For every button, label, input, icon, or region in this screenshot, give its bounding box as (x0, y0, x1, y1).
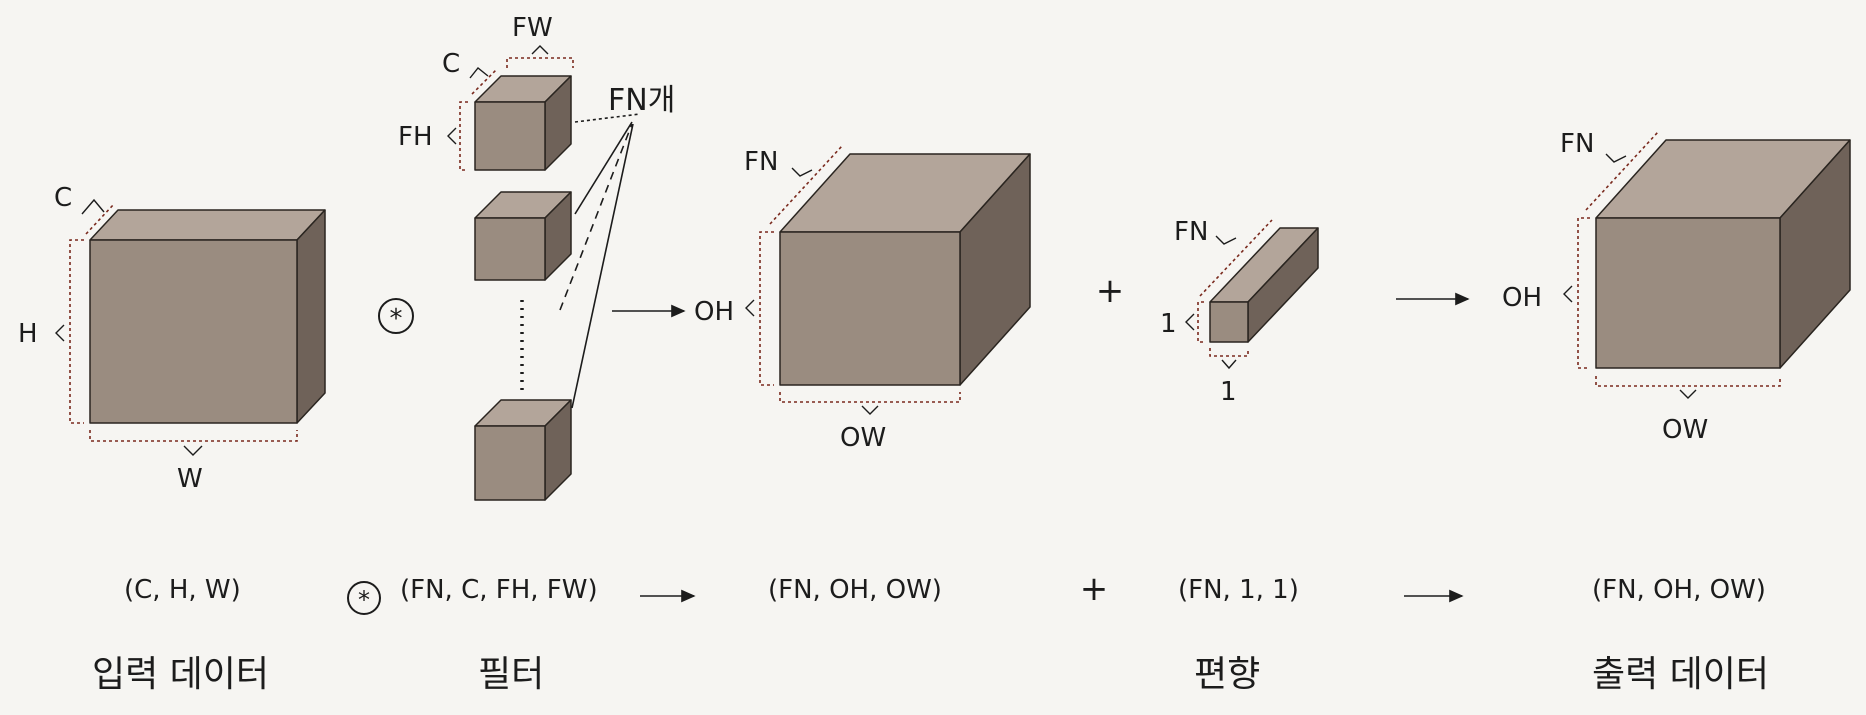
filter-count-leader-2 (574, 121, 633, 215)
filter-cube-3 (474, 399, 572, 501)
input-h-label: H (18, 319, 38, 349)
input-cube-top (89, 209, 326, 241)
filter-c-label: C (442, 49, 460, 79)
input-w-brace (183, 445, 203, 456)
output-fn-brace (1605, 153, 1627, 163)
bias-shape-text: (FN, 1, 1) (1178, 575, 1299, 605)
input-data-block: C H W (18, 183, 326, 494)
output-fn-label: FN (1560, 129, 1594, 159)
conv-ow-bracket (779, 392, 961, 403)
filter-count-leader-4 (571, 123, 634, 409)
filter-c-brace (469, 67, 489, 79)
formula-conv-star: * (358, 586, 370, 614)
conv-fn-label: FN (744, 147, 778, 177)
formula-plus: + (1080, 569, 1109, 609)
shape-formula-row: (C, H, W) * (FN, C, FH, FW) (FN, OH, OW)… (124, 569, 1766, 615)
conv-oh-brace (745, 299, 755, 317)
output-oh-label: OH (1502, 283, 1542, 313)
input-cube-side (296, 209, 326, 424)
input-c-bracket (85, 203, 115, 235)
input-shape-text: (C, H, W) (124, 575, 241, 605)
plus-operator: + (1096, 271, 1125, 311)
conv-result-cube (779, 153, 1031, 386)
filter-fh-brace (447, 127, 457, 145)
bias-w-label: 1 (1220, 377, 1237, 407)
conv-oh-label: OH (694, 297, 734, 327)
input-c-label: C (54, 183, 72, 213)
filter-shape-text: (FN, C, FH, FW) (400, 575, 598, 605)
input-h-brace (55, 324, 65, 342)
output-ow-brace (1679, 389, 1697, 399)
bias-block: FN 1 1 (1160, 217, 1319, 407)
conv-operator: * (378, 298, 414, 334)
conv-operator-circle (378, 298, 414, 334)
filter-count-label: FN개 (608, 83, 675, 118)
output-caption: 출력 데이터 (1592, 654, 1769, 695)
filter-fw-brace (531, 45, 549, 55)
filter-cube-2 (474, 191, 572, 281)
conv-result-shape-text: (FN, OH, OW) (768, 575, 942, 605)
filter-fh-bracket (459, 101, 468, 171)
bias-h-bracket (1197, 301, 1204, 343)
input-caption: 입력 데이터 (92, 654, 269, 695)
conv-result-block: FN OH OW (694, 145, 1031, 453)
formula-conv-circle (347, 581, 381, 615)
input-w-label: W (177, 464, 203, 494)
output-oh-bracket (1577, 217, 1590, 369)
conv-fn-brace (791, 167, 813, 177)
output-ow-label: OW (1662, 415, 1708, 445)
conv-ow-brace (861, 405, 879, 415)
filter-fw-label: FW (512, 13, 553, 43)
conv-oh-bracket (759, 231, 774, 386)
caption-row: 입력 데이터 필터 편향 출력 데이터 (92, 654, 1769, 695)
filter-fw-bracket (506, 57, 574, 68)
filter-fh-label: FH (398, 122, 433, 152)
input-cube (89, 209, 326, 424)
input-cube-front (89, 239, 298, 424)
input-w-bracket (89, 430, 298, 442)
bias-caption: 편향 (1194, 654, 1260, 695)
bias-h-label: 1 (1160, 309, 1177, 339)
bias-fn-label: FN (1174, 217, 1208, 247)
bias-w-bracket (1209, 348, 1249, 357)
output-block: FN OH OW (1502, 129, 1851, 445)
conv-operator-star: * (390, 304, 403, 334)
output-shape-text: (FN, OH, OW) (1592, 575, 1766, 605)
filter-cube-1 (474, 75, 572, 171)
filter-count-leader-3 (559, 123, 633, 311)
output-cube (1595, 139, 1851, 369)
filter-caption: 필터 (478, 654, 544, 695)
input-h-bracket (69, 239, 84, 424)
conv-ow-label: OW (840, 423, 886, 453)
bias-fn-brace (1215, 235, 1237, 245)
bias-h-brace (1185, 313, 1195, 331)
bias-w-brace (1221, 359, 1237, 370)
output-ow-bracket (1595, 376, 1781, 387)
filter-count-leader-1 (574, 113, 641, 123)
output-oh-brace (1563, 285, 1573, 303)
filter-block: FW C FH FN개 (398, 13, 675, 501)
input-c-brace (81, 198, 105, 215)
bias-cube (1209, 227, 1319, 343)
